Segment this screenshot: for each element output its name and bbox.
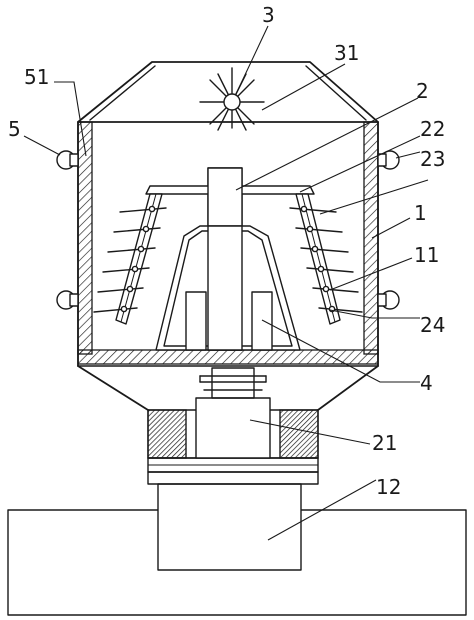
right-spray-arm [289,193,363,325]
inner-cone [155,225,301,351]
label-12: 12 [376,475,401,499]
label-4: 4 [420,371,433,395]
left-spray-arm [93,193,167,325]
leader-lines [23,25,429,541]
base-platform [7,483,467,616]
label-2: 2 [416,79,429,103]
label-5: 5 [8,117,21,141]
label-1: 1 [414,201,427,225]
label-22: 22 [420,117,445,141]
housing [77,61,379,411]
label-21: 21 [372,431,397,455]
motor-mount [147,397,319,485]
label-23: 23 [420,147,445,171]
side-lugs [56,150,400,310]
label-24: 24 [420,313,445,337]
top-fan [199,67,265,131]
label-31: 31 [334,41,359,65]
label-11: 11 [414,243,439,267]
label-3: 3 [262,3,275,27]
drive-coupling [199,367,267,399]
label-51: 51 [24,65,49,89]
reference-numerals: 3 31 2 51 22 5 23 1 11 24 4 21 12 [8,3,445,499]
